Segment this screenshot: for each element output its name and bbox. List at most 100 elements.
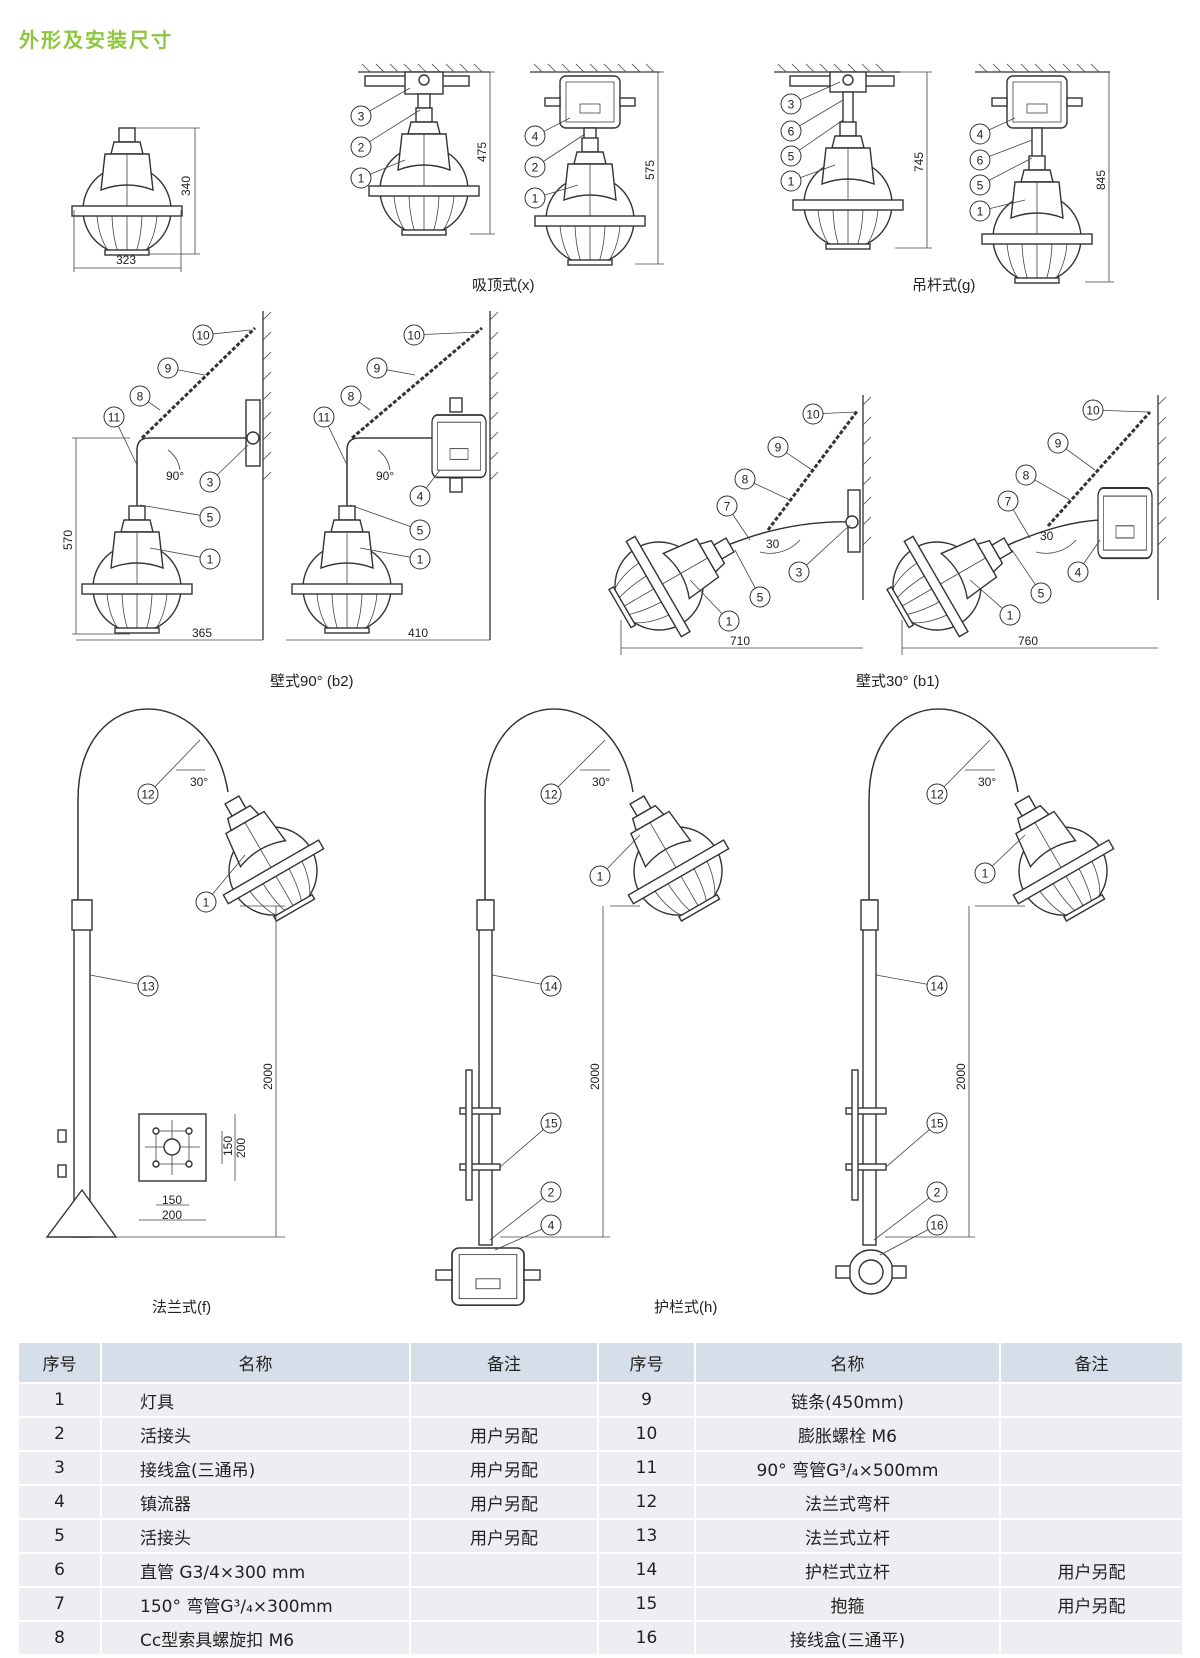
- callout: 10: [192, 324, 251, 346]
- item-name: 150° 弯管G³/₄×300mm: [102, 1586, 411, 1620]
- callout-leader: [499, 1129, 544, 1168]
- callout-number: 6: [977, 154, 984, 168]
- item-no: 7: [19, 1586, 102, 1620]
- item-name: 法兰式立杆: [696, 1518, 1001, 1552]
- callout-number: 1: [726, 615, 733, 629]
- basic-lamp-figure: 340 323: [71, 127, 200, 272]
- callout-circle: [926, 1214, 948, 1236]
- callout-circle: [524, 156, 546, 178]
- item-name: 链条(450mm): [696, 1382, 1001, 1416]
- callout-circle: [524, 187, 546, 209]
- callout-leader: [139, 504, 201, 516]
- table-header-cell: 名称: [696, 1343, 1001, 1382]
- callout-number: 8: [137, 390, 144, 404]
- callout-number: 12: [141, 788, 155, 802]
- item-note: [1001, 1620, 1184, 1654]
- callout-circle: [802, 403, 824, 425]
- callout: 14: [491, 974, 562, 997]
- callout-circle: [540, 783, 562, 805]
- callout: 4: [494, 1214, 562, 1251]
- callout-leader: [369, 109, 421, 143]
- callout-leader: [1034, 479, 1071, 501]
- callout-circle: [137, 975, 159, 997]
- callout-number: 2: [358, 141, 365, 155]
- callout: 6: [780, 99, 844, 142]
- callout-leader: [212, 329, 251, 335]
- callout-leader: [800, 164, 836, 178]
- callout: 11: [313, 406, 348, 466]
- callout-number: 15: [544, 1117, 558, 1131]
- item-name: 法兰式弯杆: [696, 1484, 1001, 1518]
- flange-pole-figure: 30° 2000 150 200 150 200 法兰式(f): [45, 708, 344, 1316]
- callout: 4: [969, 117, 1016, 145]
- callout-leader: [216, 444, 249, 476]
- wall90-height-dim: 570: [61, 530, 75, 550]
- callout-leader: [154, 739, 201, 788]
- callout-circle: [540, 1112, 562, 1134]
- callout: 8: [734, 468, 791, 501]
- callout-circle: [1015, 464, 1037, 486]
- item-no: 15: [599, 1586, 696, 1620]
- callout: 1: [195, 854, 246, 913]
- callout-number: 11: [318, 411, 331, 425]
- callout-circle: [129, 385, 151, 407]
- callout-circle: [409, 485, 431, 507]
- item-note: 用户另配: [1001, 1552, 1184, 1586]
- callout-circle: [749, 586, 771, 608]
- callout: 1: [974, 834, 1026, 884]
- ceiling-caption: 吸顶式(x): [472, 277, 535, 294]
- flange-angle: 30°: [190, 775, 208, 789]
- callout: 9: [1047, 432, 1096, 471]
- callout-leader: [969, 579, 1003, 609]
- wall-90-figure: 90° 570 365 90° 410 壁式90° (b2): [61, 311, 499, 690]
- wall30-a-angle: 30: [766, 537, 780, 551]
- callout-leader: [786, 452, 813, 471]
- wall30-b-angle: 30: [1040, 529, 1054, 543]
- callout-number: 10: [407, 329, 421, 343]
- callout-number: 9: [165, 362, 172, 376]
- callout-circle: [780, 170, 802, 192]
- callout-circle: [974, 862, 996, 884]
- item-note: [411, 1552, 599, 1586]
- callout-circle: [780, 120, 802, 142]
- table-header-cell: 备注: [1001, 1343, 1184, 1382]
- callout-number: 5: [1038, 587, 1045, 601]
- callout-leader: [489, 1197, 544, 1241]
- callout-number: 3: [358, 110, 365, 124]
- base-plate-inner-h: 150: [162, 1193, 182, 1207]
- item-name: 活接头: [102, 1518, 411, 1552]
- callout-circle: [409, 519, 431, 541]
- callout-layer: 3214213651465110981135110981145110987531…: [89, 81, 1149, 1256]
- item-no: 16: [599, 1620, 696, 1654]
- callout-circle: [780, 93, 802, 115]
- callout-number: 7: [724, 500, 731, 514]
- pendant-b-height-dim: 845: [1094, 170, 1108, 190]
- callout: 7: [716, 495, 751, 541]
- callout: 5: [349, 504, 431, 541]
- callout-leader: [806, 524, 851, 566]
- callout-circle: [340, 385, 362, 407]
- callout: 1: [689, 579, 740, 632]
- callout-number: 4: [1075, 566, 1082, 580]
- item-name: 膨胀螺栓 M6: [696, 1416, 1001, 1450]
- callout-number: 12: [544, 788, 558, 802]
- callout-number: 10: [196, 329, 210, 343]
- item-note: [1001, 1518, 1184, 1552]
- item-name: 镇流器: [102, 1484, 411, 1518]
- callout: 12: [926, 739, 991, 805]
- callout-circle: [589, 865, 611, 887]
- callout-leader: [147, 401, 161, 411]
- callout-number: 2: [934, 1186, 941, 1200]
- callout-circle: [540, 1214, 562, 1236]
- basic-width-dim: 323: [116, 253, 136, 267]
- item-name: Cc型索具螺旋扣 M6: [102, 1620, 411, 1654]
- guardrail-a-angle: 30°: [592, 775, 610, 789]
- item-note: [1001, 1450, 1184, 1484]
- pendant-caption: 吊杆式(g): [912, 277, 975, 294]
- item-no: 4: [19, 1484, 102, 1518]
- callout-number: 16: [930, 1219, 944, 1233]
